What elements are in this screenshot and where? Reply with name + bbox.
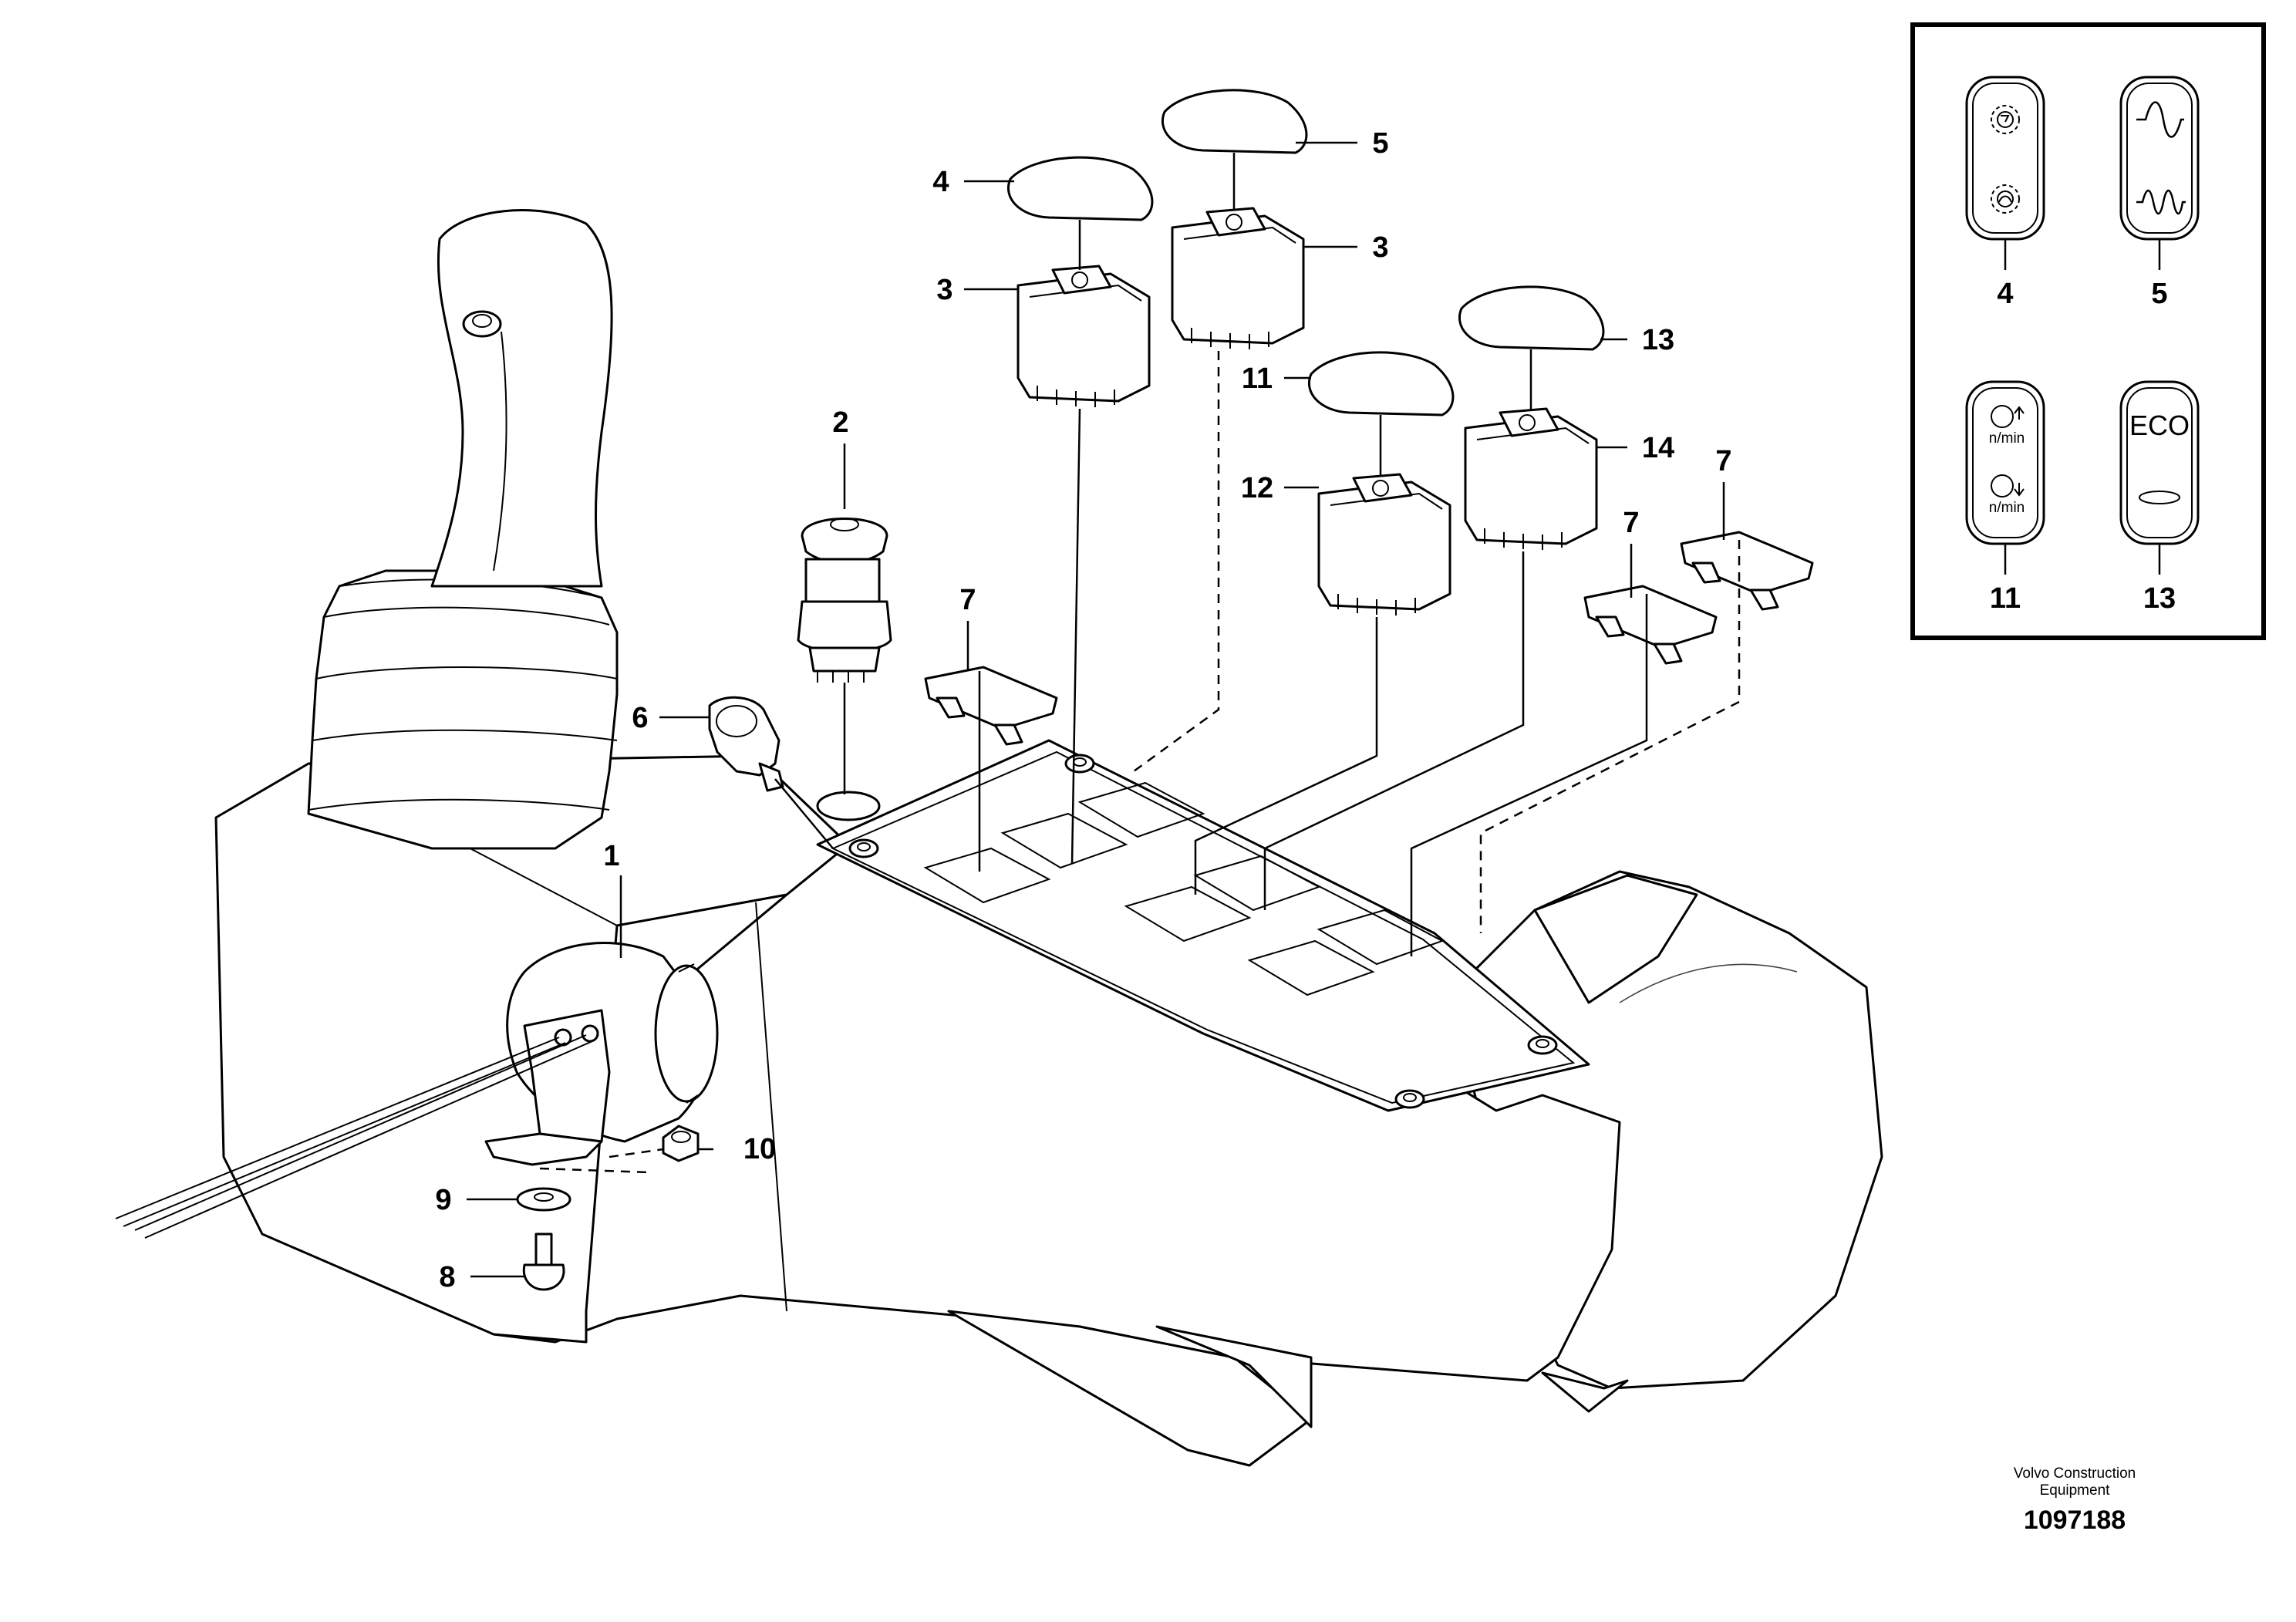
blank-cover <box>1479 531 1814 933</box>
callout-7: 7 <box>1623 507 1639 539</box>
eco-icon: ECO <box>2129 410 2190 441</box>
callout-12: 12 <box>1241 472 1273 504</box>
washer <box>516 1187 571 1212</box>
panel-screw <box>1394 1089 1425 1109</box>
callout-3: 3 <box>1372 231 1388 264</box>
rocker-switch-5: 5 <box>2119 76 2200 310</box>
callout-7: 7 <box>1715 445 1731 477</box>
callout-1: 1 <box>603 840 619 872</box>
rocker-cap <box>1308 351 1455 477</box>
panel-screw <box>1064 754 1095 774</box>
rocker-cap <box>1458 285 1605 410</box>
callout-13: 13 <box>1642 324 1674 356</box>
legend-label-13: 13 <box>2143 582 2176 615</box>
callout-6: 6 <box>632 702 648 734</box>
switch-symbol-legend: 4 5 n/min <box>1910 22 2266 640</box>
callout-2: 2 <box>832 406 848 439</box>
legend-label-5: 5 <box>2151 278 2167 310</box>
engine-speed-up-icon: n/min <box>1989 405 2025 447</box>
blank-cover <box>1410 585 1718 956</box>
blank-cover <box>924 666 1058 872</box>
rpm-label: n/min <box>1989 500 2025 516</box>
callout-9: 9 <box>435 1184 451 1216</box>
panel-opening <box>1077 781 1205 838</box>
publisher-label: Volvo Construction Equipment <box>1944 1465 2206 1499</box>
rocker-switch-11: n/min n/min 11 <box>1965 380 2045 615</box>
emergency-stop-button <box>797 518 892 794</box>
panel-opening <box>923 847 1051 904</box>
callout-11: 11 <box>1242 363 1273 395</box>
rocker-switch-body <box>1194 473 1451 895</box>
rocker-switch-body <box>1017 265 1151 865</box>
rocker-switch-4: 4 <box>1965 76 2045 310</box>
joystick <box>307 209 619 850</box>
panel-screw <box>848 838 879 858</box>
callout-8: 8 <box>439 1261 455 1293</box>
legend-label-4: 4 <box>1997 278 2013 310</box>
panel-opening <box>1317 909 1445 966</box>
rocker-switch-body <box>1263 407 1598 910</box>
indicator-lamp-icon <box>2139 491 2180 504</box>
bolt <box>522 1233 565 1291</box>
publisher-line-1: Volvo Construction <box>2013 1465 2136 1482</box>
legend-label-11: 11 <box>1990 582 2021 615</box>
figure-number: 1097188 <box>2023 1506 2126 1535</box>
cog-fast-icon <box>1991 105 2020 134</box>
connector-socket <box>708 696 834 849</box>
panel-opening <box>1247 939 1375 996</box>
sine-wave-icon <box>2136 101 2184 138</box>
callout-5: 5 <box>1372 127 1388 160</box>
rocker-switch-body <box>1133 207 1305 773</box>
rocker-cap <box>1007 156 1154 270</box>
callout-10: 10 <box>743 1133 776 1165</box>
panel-opening <box>1000 812 1128 869</box>
rough-wave-icon <box>2136 189 2186 215</box>
cog-slow-icon <box>1991 184 2020 214</box>
engine-speed-down-icon: n/min <box>1989 474 2025 516</box>
rocker-cap <box>1161 89 1308 210</box>
panel-screw <box>1527 1035 1558 1055</box>
publisher-line-2: Equipment <box>2039 1482 2110 1499</box>
panel-opening <box>1193 855 1321 912</box>
callout-14: 14 <box>1642 432 1674 464</box>
rpm-label: n/min <box>1989 430 2025 447</box>
panel-opening <box>1124 885 1252 943</box>
rocker-switch-13: ECO 13 <box>2119 380 2200 615</box>
rotary-sensor <box>115 942 719 1239</box>
callout-7: 7 <box>959 584 976 616</box>
callout-3: 3 <box>936 274 952 306</box>
callout-4: 4 <box>932 166 949 198</box>
